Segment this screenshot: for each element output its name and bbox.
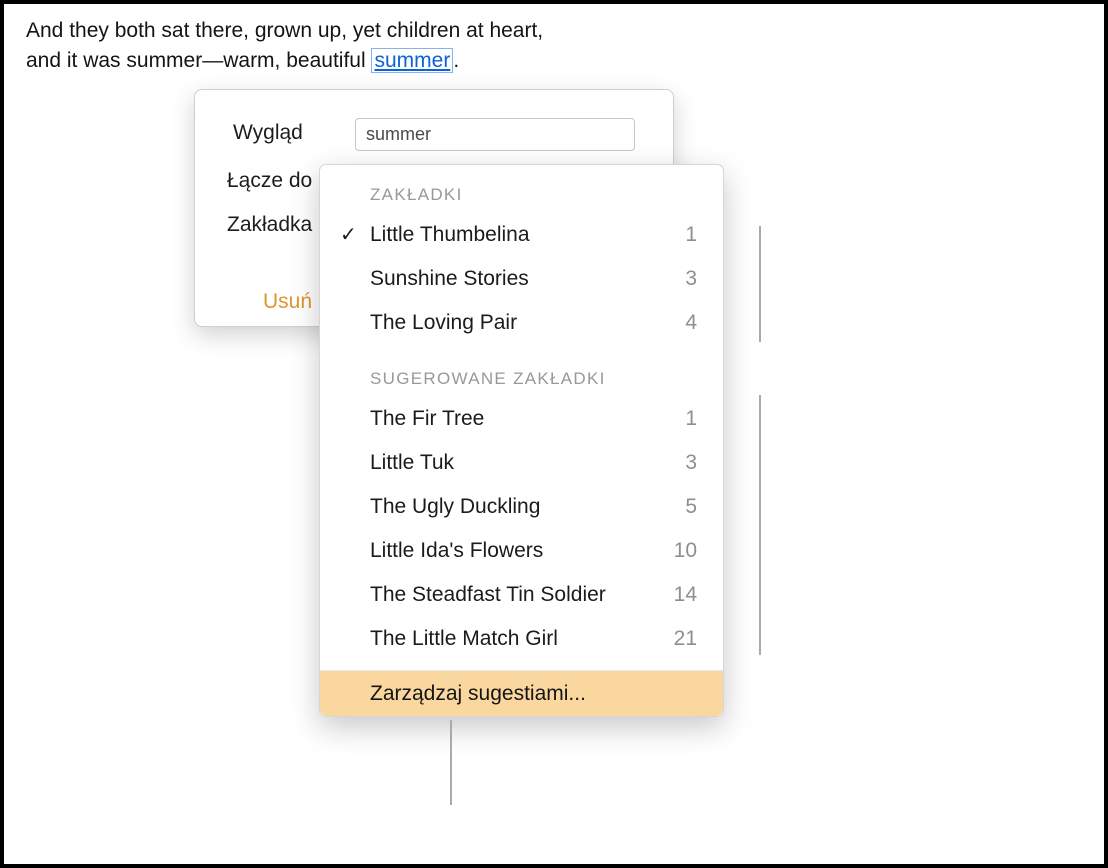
page-number: 3 bbox=[685, 267, 697, 290]
menu-item-the-loving-pair[interactable]: The Loving Pair 4 bbox=[320, 301, 723, 345]
appearance-label: Wygląd bbox=[233, 121, 303, 144]
document-line-1-text: And they both sat there, grown up, yet c… bbox=[26, 19, 544, 42]
checkmark-icon: ✓ bbox=[340, 224, 357, 246]
document-line-2-prefix: and it was summer—warm, beautiful bbox=[26, 49, 372, 72]
callout-line-suggested-bookmarks bbox=[759, 395, 761, 655]
page-number: 3 bbox=[685, 451, 697, 474]
page-number: 10 bbox=[673, 539, 697, 562]
section-header-suggested-bookmarks: SUGEROWANE ZAKŁADKI bbox=[370, 369, 606, 388]
page-number: 1 bbox=[685, 223, 697, 246]
remove-link-button[interactable]: Usuń bbox=[263, 290, 313, 313]
document-line-2: and it was summer—warm, beautiful summer… bbox=[26, 46, 543, 76]
bookmark-label: Zakładka bbox=[227, 213, 313, 236]
document-line-1: And they both sat there, grown up, yet c… bbox=[26, 16, 543, 46]
menu-item-little-tuk[interactable]: Little Tuk 3 bbox=[320, 441, 723, 485]
selected-link-word[interactable]: summer bbox=[371, 48, 454, 73]
link-to-label: Łącze do bbox=[227, 169, 313, 192]
manage-suggestions-item[interactable]: Zarządzaj sugestiami... bbox=[320, 670, 723, 716]
page-number: 4 bbox=[685, 311, 697, 334]
page-number: 5 bbox=[685, 495, 697, 518]
menu-item-the-fir-tree[interactable]: The Fir Tree 1 bbox=[320, 397, 723, 441]
bookmark-dropdown-menu: ZAKŁADKI ✓ Little Thumbelina 1 Sunshine … bbox=[319, 164, 724, 717]
menu-item-the-little-match-girl[interactable]: The Little Match Girl 21 bbox=[320, 617, 723, 661]
document-line-2-suffix: . bbox=[453, 49, 460, 72]
document-text: And they both sat there, grown up, yet c… bbox=[26, 16, 543, 76]
menu-item-the-steadfast-tin-soldier[interactable]: The Steadfast Tin Soldier 14 bbox=[320, 573, 723, 617]
callout-line-bookmarks bbox=[759, 226, 761, 342]
menu-item-little-thumbelina[interactable]: ✓ Little Thumbelina 1 bbox=[320, 213, 723, 257]
link-display-input[interactable] bbox=[355, 118, 635, 151]
section-header-bookmarks: ZAKŁADKI bbox=[370, 185, 463, 204]
menu-item-the-ugly-duckling[interactable]: The Ugly Duckling 5 bbox=[320, 485, 723, 529]
page-number: 14 bbox=[673, 583, 697, 606]
callout-line-manage-suggestions bbox=[450, 720, 452, 805]
page-number: 1 bbox=[685, 407, 697, 430]
menu-item-sunshine-stories[interactable]: Sunshine Stories 3 bbox=[320, 257, 723, 301]
menu-item-little-idas-flowers[interactable]: Little Ida's Flowers 10 bbox=[320, 529, 723, 573]
page-number: 21 bbox=[673, 627, 697, 650]
